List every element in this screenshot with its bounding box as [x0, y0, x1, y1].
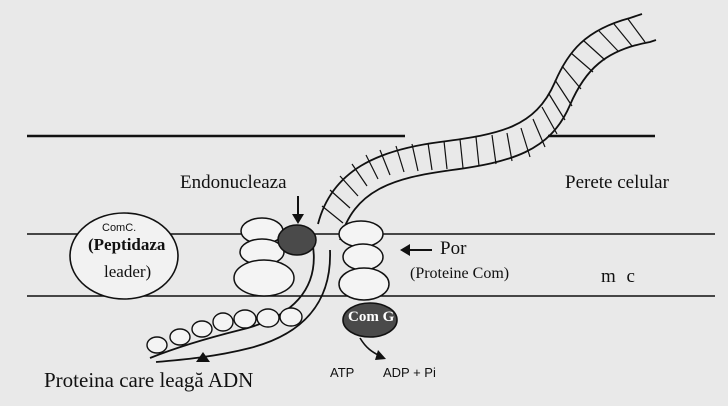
comg-blob	[342, 302, 398, 338]
dna-rungs	[321, 18, 646, 224]
comc-ellipse	[69, 212, 179, 300]
dna-strand	[149, 13, 657, 363]
pore-arrow	[400, 244, 432, 256]
dna-binding-beads	[146, 307, 303, 354]
peptidase-label: (Peptidaza	[88, 235, 166, 254]
endonuclease-arrow	[292, 196, 304, 224]
endonuclease-label: Endonucleaza	[180, 172, 287, 193]
pore-proteins-label: (Proteine Com)	[410, 265, 510, 282]
dna-binding-arrow	[196, 352, 210, 362]
cell-wall-label: Perete celular	[565, 172, 669, 193]
pore-label: Por	[440, 238, 467, 259]
comc-label: ComC.	[102, 222, 137, 234]
pore-right-column	[338, 220, 390, 301]
comg-label: Com G	[348, 309, 395, 325]
adp-pi-label: ADP + Pi	[383, 365, 436, 380]
atp-adp-arrow	[359, 337, 386, 360]
leader-label: leader)	[104, 262, 152, 281]
pore-left-column	[233, 217, 295, 297]
membrane-label: m c	[601, 266, 638, 287]
endonuclease-blob	[277, 224, 317, 256]
atp-label: ATP	[330, 365, 355, 380]
dna-binding-protein-label: Proteina care leagă ADN	[44, 368, 254, 392]
